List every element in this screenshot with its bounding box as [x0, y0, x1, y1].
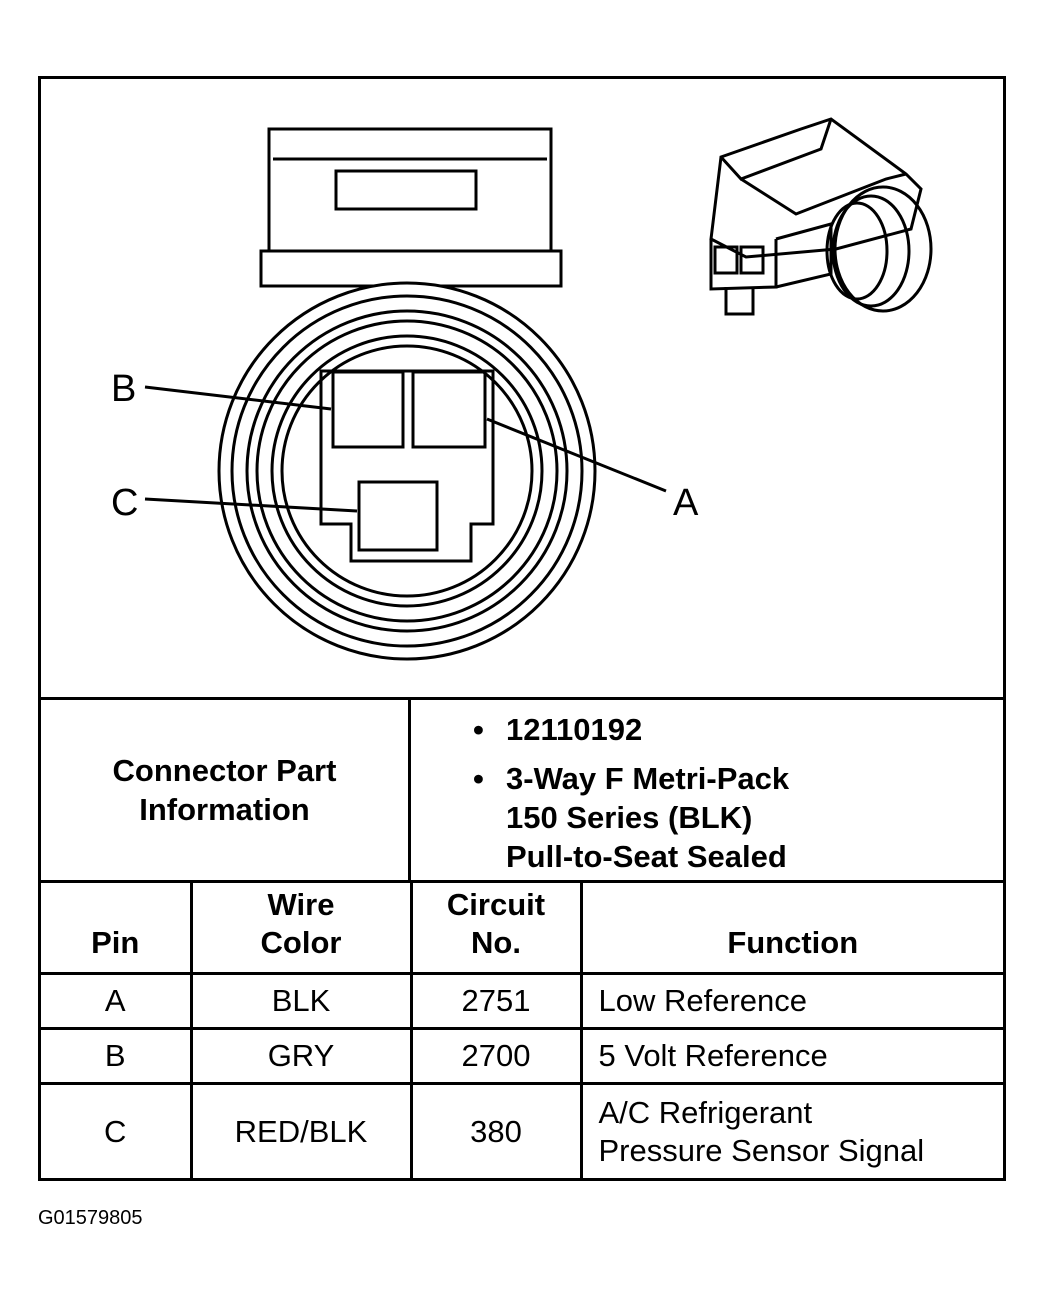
bullet-icon: •: [473, 761, 484, 796]
pin-cell: B: [41, 1027, 193, 1085]
connector-description-line3: Pull-to-Seat Sealed: [506, 839, 787, 874]
leader-line-a: [486, 417, 667, 493]
table-row: A BLK 2751 Low Reference: [41, 972, 1003, 1030]
pin-label-c: C: [111, 482, 138, 524]
wire-color-cell: GRY: [189, 1027, 413, 1085]
header-wire-color-line2: Color: [260, 925, 342, 960]
header-wire-color-line1: Wire: [267, 887, 335, 922]
terminal-b: [331, 370, 405, 449]
connector-seal-rings: [217, 281, 597, 661]
info-label-line1: Connector Part: [112, 753, 337, 788]
table-row: B GRY 2700 5 Volt Reference: [41, 1027, 1003, 1085]
part-number: 12110192: [506, 712, 643, 747]
header-function: Function: [579, 880, 1003, 975]
function-line2: Pressure Sensor Signal: [598, 1133, 925, 1169]
leader-line-c: [144, 497, 358, 513]
bullet-icon: •: [473, 712, 484, 747]
circuit-cell: 2751: [409, 972, 583, 1030]
function-cell: Low Reference: [579, 972, 1003, 1030]
connector-description-line1: 3-Way F Metri-Pack: [506, 761, 790, 796]
connector-description-line2: 150 Series (BLK): [506, 800, 753, 835]
header-circuit-line2: No.: [471, 925, 521, 960]
connector-part-info-row: Connector Part Information • 12110192 • …: [41, 697, 1003, 880]
connector-isometric-view: [709, 117, 933, 316]
wire-color-cell: RED/BLK: [189, 1082, 413, 1180]
function-line1: A/C Refrigerant: [598, 1095, 813, 1131]
function-cell: A/C Refrigerant Pressure Sensor Signal: [579, 1082, 1003, 1180]
header-circuit-line1: Circuit: [446, 887, 546, 922]
wire-color-cell: BLK: [189, 972, 413, 1030]
header-circuit: Circuit No.: [409, 880, 583, 975]
info-label-line2: Information: [139, 792, 310, 827]
circuit-cell: 380: [409, 1082, 583, 1180]
terminal-a: [411, 370, 487, 449]
function-cell: 5 Volt Reference: [579, 1027, 1003, 1085]
connector-drawing: B C A: [111, 117, 933, 661]
connector-housing-top: [259, 127, 563, 288]
pin-label-b: B: [111, 368, 136, 410]
leader-line-b: [144, 385, 332, 411]
pin-label-a: A: [673, 482, 699, 524]
figure-id: G01579805: [38, 1207, 143, 1229]
terminal-c: [357, 480, 439, 552]
pin-table: Pin Wire Color Circuit No. Function A BL…: [41, 880, 1003, 1180]
connector-part-info-label: Connector Part Information: [41, 700, 411, 880]
pin-table-header: Pin Wire Color Circuit No. Function: [41, 880, 1003, 975]
header-pin: Pin: [41, 880, 193, 975]
circuit-cell: 2700: [409, 1027, 583, 1085]
header-wire-color: Wire Color: [189, 880, 413, 975]
table-row: C RED/BLK 380 A/C Refrigerant Pressure S…: [41, 1082, 1003, 1180]
pin-cell: A: [41, 972, 193, 1030]
connector-part-info-details: • 12110192 • 3-Way F Metri-Pack 150 Seri…: [411, 700, 1003, 880]
pin-cell: C: [41, 1082, 193, 1180]
connector-figure-frame: B C A Connector Part Information • 12110…: [38, 76, 1006, 1181]
